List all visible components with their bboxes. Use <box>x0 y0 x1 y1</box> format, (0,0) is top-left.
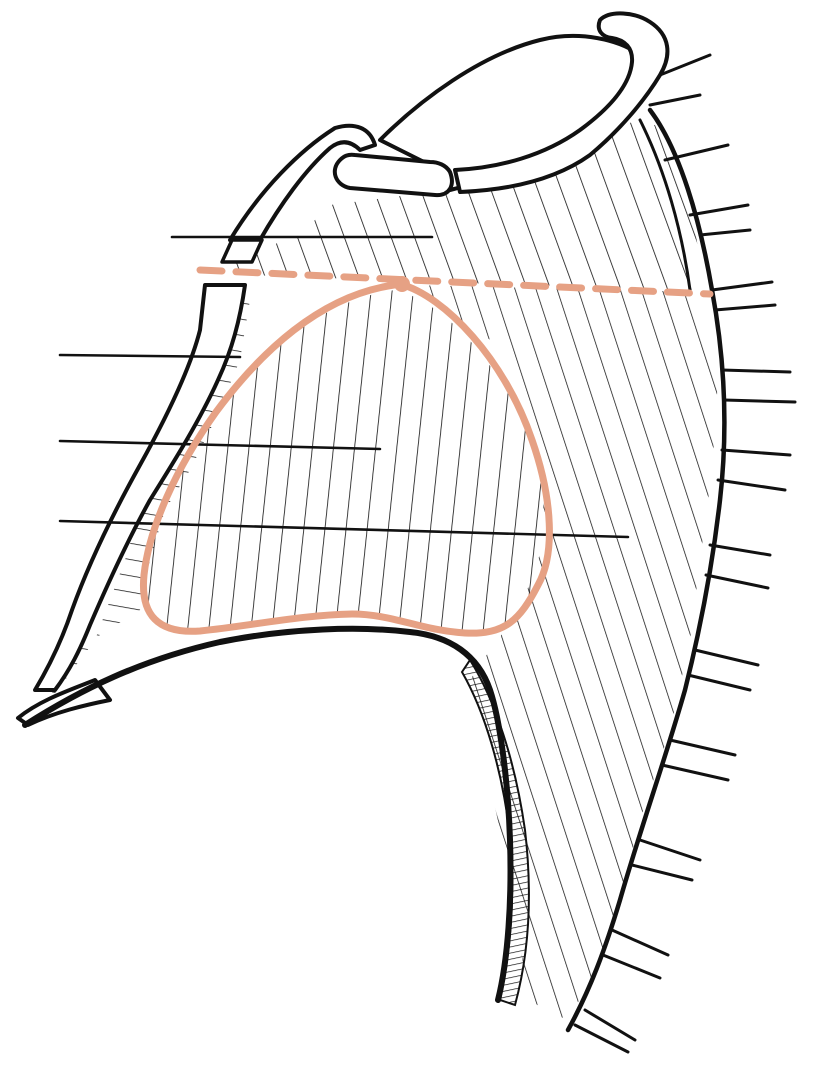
first-rib-outline <box>453 11 670 194</box>
rib-stubs <box>573 53 797 1054</box>
thoracic-plane-dashed-line <box>196 266 714 298</box>
vertebral-column-outline <box>565 107 727 1033</box>
diaphragm-outline <box>22 625 514 1003</box>
leader-line-2 <box>58 353 242 359</box>
descending-aorta <box>460 658 530 1007</box>
upper-mediastinum-region <box>225 120 705 290</box>
spine-inner-contour <box>638 118 692 292</box>
sternal-angle <box>220 238 264 264</box>
manubrium-outline <box>228 123 377 242</box>
posterior-mediastinum-region <box>410 285 718 1020</box>
leader-line-3 <box>58 439 382 451</box>
pericardium-outline <box>139 280 553 637</box>
middle-mediastinum-region <box>144 290 548 633</box>
sternoclavicular-bar <box>332 152 454 198</box>
pericardium-apex-marker <box>394 276 410 292</box>
sternum-body <box>33 283 247 692</box>
